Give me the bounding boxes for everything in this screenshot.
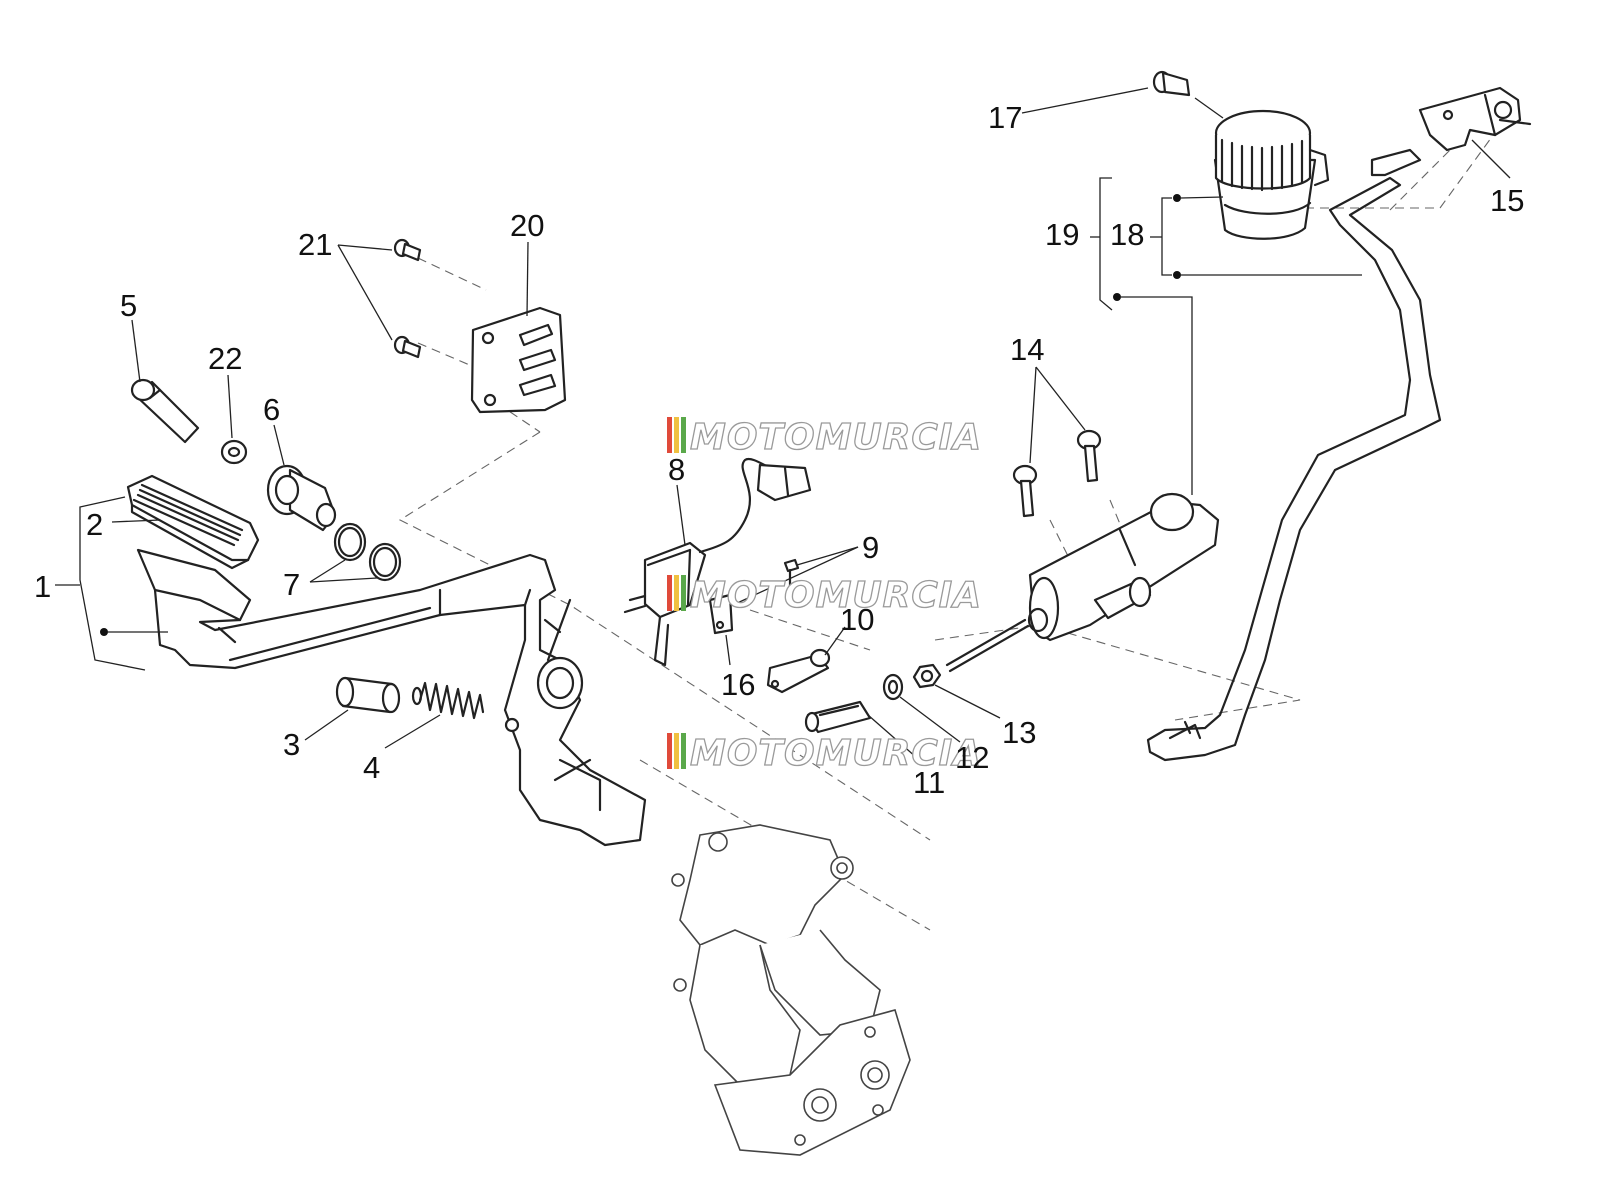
mounting-bolts [1012, 429, 1102, 518]
bullet-dot [100, 628, 108, 636]
callout-20: 20 [510, 208, 544, 243]
callout-17: 17 [988, 100, 1022, 135]
callout-7: 7 [283, 567, 300, 602]
watermark-stripe [667, 575, 672, 611]
frame-bracket-plate [671, 824, 911, 1156]
pivot-pin [266, 464, 337, 532]
callout-4: 4 [363, 750, 380, 785]
callout-9: 9 [862, 530, 879, 565]
washer-12 [882, 673, 904, 701]
callout-15: 15 [1490, 183, 1524, 218]
watermark-stripe [681, 733, 686, 769]
reservoir-screw [1152, 70, 1191, 97]
fluid-reservoir [1213, 109, 1330, 240]
plate-screws [393, 238, 422, 359]
bushing [335, 676, 401, 714]
switch-bracket [708, 558, 800, 635]
callout-3: 3 [283, 727, 300, 762]
callout-10: 10 [840, 602, 874, 637]
callout-18: 18 [1110, 217, 1144, 252]
return-spring [411, 681, 485, 720]
clevis-fork [766, 648, 831, 694]
callout-22: 22 [208, 341, 242, 376]
watermark-1: MOTOMURCIA [667, 416, 982, 459]
callout-6: 6 [263, 392, 280, 427]
brake-light-switch [623, 457, 812, 667]
callout-13: 13 [1002, 715, 1036, 750]
bullet-dot [1113, 293, 1121, 301]
callout-14: 14 [1010, 332, 1044, 367]
leader-lines [55, 87, 1511, 766]
callout-2: 2 [86, 507, 103, 542]
watermark-stripe [667, 733, 672, 769]
watermark-text: MOTOMURCIA [690, 417, 982, 458]
watermark-text: MOTOMURCIA [690, 733, 982, 774]
protection-plate [470, 306, 567, 414]
watermark-stripe [667, 417, 672, 453]
callout-labels: 1 2 3 4 5 6 7 8 9 10 11 12 13 14 15 16 1… [34, 100, 1524, 800]
callout-16: 16 [721, 667, 755, 702]
watermark-3: MOTOMURCIA [667, 732, 982, 775]
bullet-dot [1173, 194, 1181, 202]
pivot-bolt [130, 378, 200, 444]
callout-5: 5 [120, 288, 137, 323]
reservoir-bracket [1418, 86, 1532, 152]
callout-12: 12 [955, 740, 989, 775]
washer [220, 439, 248, 465]
watermark-stripe [674, 733, 679, 769]
watermark-stripe [681, 575, 686, 611]
callout-19: 19 [1045, 217, 1079, 252]
callout-8: 8 [668, 452, 685, 487]
fluid-hose [1146, 148, 1442, 762]
watermark-2: MOTOMURCIA [667, 574, 982, 617]
watermark-stripe [674, 575, 679, 611]
bullet-dot [1173, 271, 1181, 279]
master-cylinder [945, 492, 1220, 673]
callout-11: 11 [913, 765, 945, 800]
watermark-text: MOTOMURCIA [690, 575, 982, 616]
callout-21: 21 [298, 227, 332, 262]
clevis [804, 700, 872, 734]
pedal-rubber-pad [126, 474, 260, 570]
o-rings [333, 522, 402, 582]
brake-pedal-lever [136, 548, 647, 847]
callout-1: 1 [34, 569, 51, 604]
lock-nut [912, 663, 942, 689]
watermark-stripe [681, 417, 686, 453]
watermark-stripe [674, 417, 679, 453]
